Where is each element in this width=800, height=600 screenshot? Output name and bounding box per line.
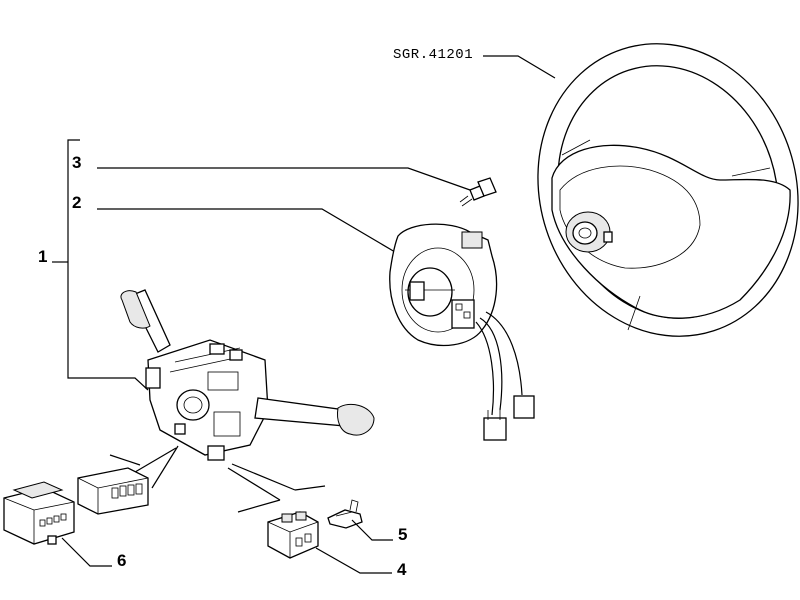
leader-line-4 bbox=[315, 547, 392, 574]
callout-1: 1 bbox=[38, 247, 47, 266]
wire-e bbox=[227, 467, 281, 501]
clock-spring-icon bbox=[389, 223, 535, 441]
callout-3: 3 bbox=[72, 153, 81, 172]
screw-icon bbox=[459, 177, 497, 207]
callout-2: 2 bbox=[72, 193, 81, 212]
connector-icon bbox=[267, 511, 319, 559]
leader-line-3 bbox=[97, 167, 471, 191]
leader-line-6 bbox=[61, 537, 112, 567]
wire-g bbox=[237, 499, 281, 513]
bracket-line-1 bbox=[67, 139, 149, 391]
ref-leader-line bbox=[483, 55, 556, 79]
wire-f bbox=[294, 485, 326, 491]
combination-switch-icon bbox=[120, 289, 375, 461]
fuse-block-icon bbox=[77, 467, 149, 515]
leader-line-5 bbox=[351, 519, 393, 541]
terminal-icon bbox=[327, 499, 363, 529]
callout-6: 6 bbox=[117, 551, 126, 570]
wire-d bbox=[231, 463, 296, 491]
wire-c bbox=[151, 445, 179, 489]
wire-b bbox=[129, 447, 177, 476]
wire-a bbox=[109, 454, 141, 466]
control-unit-icon bbox=[3, 481, 75, 545]
steering-wheel-icon bbox=[537, 43, 799, 337]
drawing-reference: SGR.41201 bbox=[393, 47, 473, 63]
callout-5: 5 bbox=[398, 525, 407, 544]
leader-line-2 bbox=[97, 208, 396, 253]
callout-4: 4 bbox=[397, 560, 407, 579]
